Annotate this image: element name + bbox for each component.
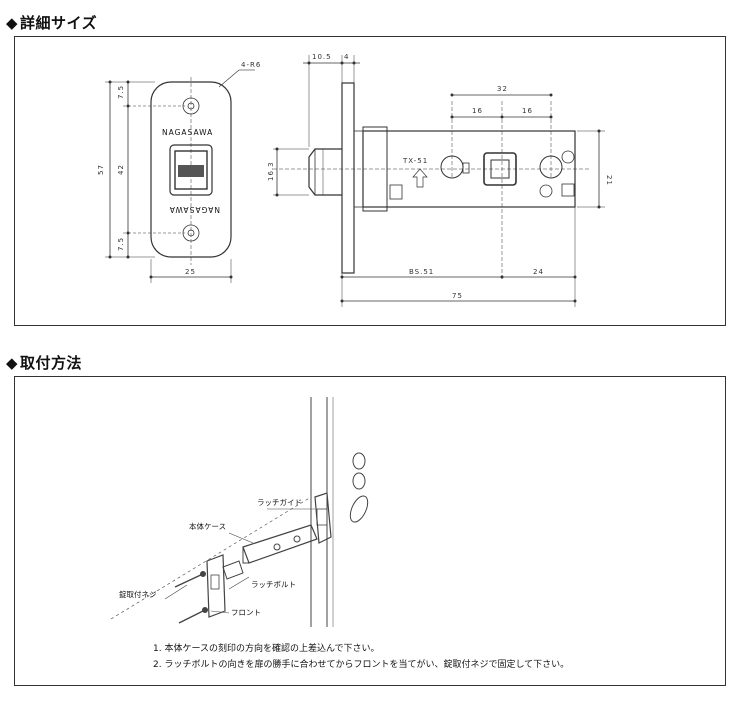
installation-drawing: ラッチガイド 本体ケース ラッチボルト 錠取付ネジ フロント — [110, 397, 369, 627]
dim-total-length: 75 — [452, 292, 463, 300]
dim-hole-left: 16 — [472, 107, 483, 115]
body-case-shape — [242, 524, 318, 564]
dim-bottom: 7.5 — [117, 237, 125, 251]
latch-window — [169, 144, 213, 196]
dim-plate-thickness: 4 — [344, 53, 349, 61]
screw-hole-top — [182, 97, 200, 115]
section-title-installation-text: 取付方法 — [20, 354, 83, 372]
section-title-installation: ◆取付方法 — [6, 352, 82, 373]
dim-hole-right: 16 — [522, 107, 533, 115]
label-screw: 錠取付ネジ — [119, 589, 157, 599]
section-title-dimensions-text: 詳細サイズ — [20, 14, 98, 32]
dimensions-drawing: 4-R6 NAGASAWA NAGASAWA 57 7.5 42 7.5 25 … — [97, 53, 613, 307]
installation-panel: ラッチガイド 本体ケース ラッチボルト 錠取付ネジ フロント 1. 本体ケースの… — [14, 376, 726, 686]
note-1: 1. 本体ケースの刻印の方向を確認の上差込んで下さい。 — [153, 644, 380, 654]
brand-top: NAGASAWA — [162, 128, 213, 137]
label-latch-bolt: ラッチボルト — [251, 580, 296, 589]
label-body-case: 本体ケース — [189, 521, 226, 531]
note-2: 2. ラッチボルトの向きを扉の勝手に合わせてからフロントを当てがい、錠取付ネジで… — [153, 660, 570, 670]
dim-middle: 42 — [117, 164, 125, 175]
dim-top: 7.5 — [117, 85, 125, 99]
dim-backset: BS.51 — [409, 268, 434, 276]
dimensions-panel: 4-R6 NAGASAWA NAGASAWA 57 7.5 42 7.5 25 … — [14, 36, 726, 326]
side-front-plate — [341, 82, 355, 274]
dim-case-height: 21 — [605, 175, 613, 186]
brand-bottom: NAGASAWA — [169, 205, 220, 214]
model-label: TX-51 — [402, 157, 428, 165]
side-latch-bolt — [308, 148, 342, 196]
dim-total-height: 57 — [97, 164, 105, 175]
label-front: フロント — [231, 608, 261, 617]
dim-plate-offset: 10.5 — [312, 53, 332, 61]
diamond-icon: ◆ — [6, 14, 19, 32]
radius-label: 4-R6 — [241, 61, 261, 69]
latch-guide-shape — [314, 492, 332, 544]
spindle-hole — [483, 152, 517, 186]
dim-width: 25 — [185, 268, 196, 276]
front-plate-shape — [206, 554, 226, 618]
section-title-dimensions: ◆詳細サイズ — [6, 12, 97, 33]
label-latch-guide: ラッチガイド — [257, 497, 302, 507]
dim-rear: 24 — [533, 268, 544, 276]
dim-hole-span: 32 — [497, 85, 508, 93]
diamond-icon: ◆ — [6, 354, 19, 372]
dim-latch-height: 16.3 — [267, 161, 275, 181]
